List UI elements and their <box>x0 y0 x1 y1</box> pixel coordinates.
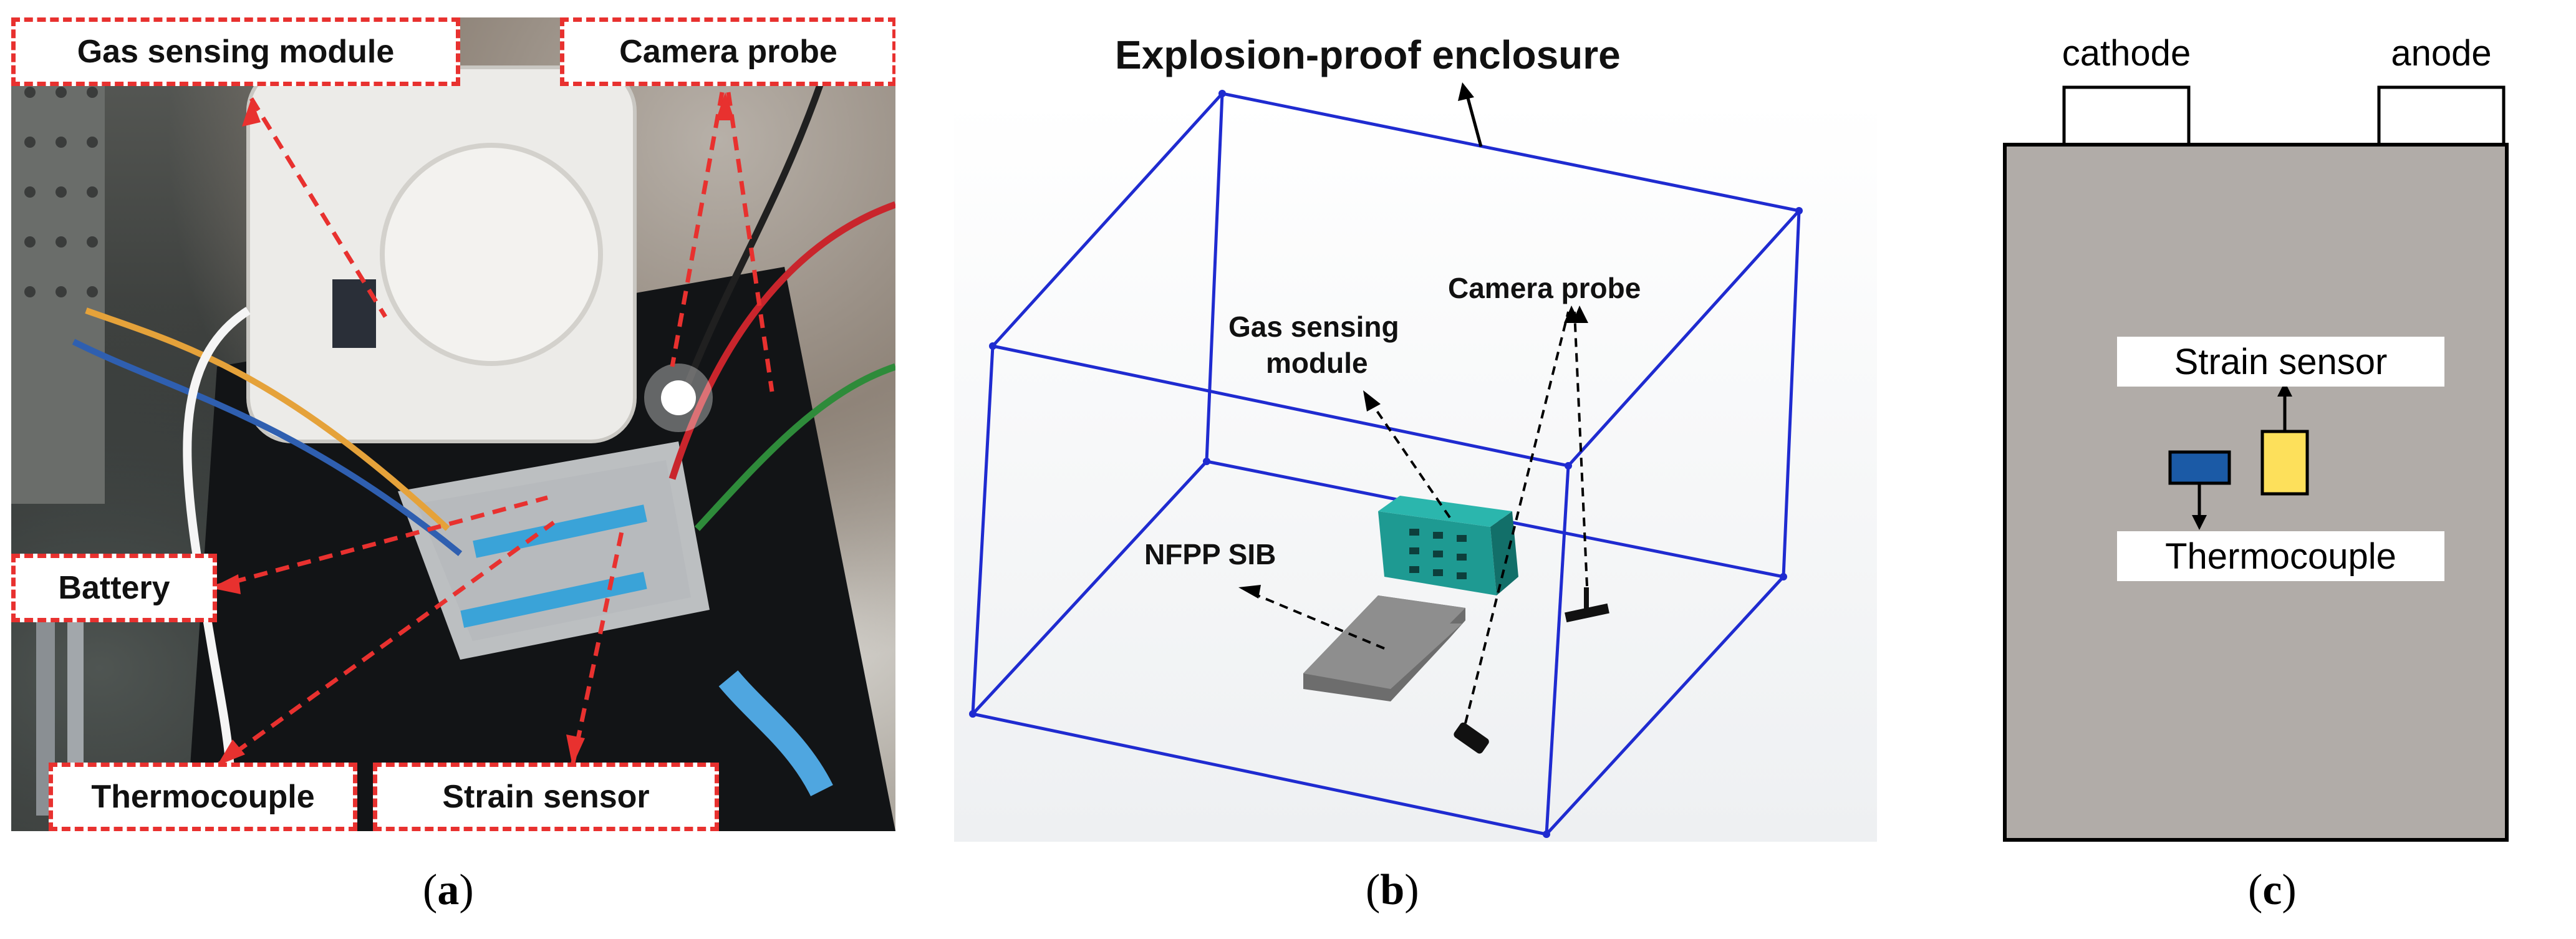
photo-panel-a: Gas sensing module Camera probe Battery … <box>11 17 895 831</box>
label-gas-sensing-line1: Gas sensing <box>1228 311 1399 343</box>
callout-camera-probe: Camera probe <box>560 17 895 86</box>
cell-panel-c: cathode anode Strain sensor Thermocouple <box>1983 25 2532 848</box>
caption-c: (c) <box>2248 866 2297 914</box>
cathode-terminal <box>2062 85 2191 148</box>
callout-strain-sensor: Strain sensor <box>373 763 719 831</box>
label-cathode: cathode <box>2062 32 2191 74</box>
camera-probe-right <box>1565 587 1609 623</box>
cell-body <box>2003 143 2509 842</box>
anode-terminal <box>2377 85 2506 148</box>
thermocouple-block <box>2168 450 2231 485</box>
callout-gas-sensing-module: Gas sensing module <box>11 17 460 86</box>
callout-thermocouple: Thermocouple <box>49 763 357 831</box>
cell-diagram <box>2003 85 2509 842</box>
label-gas-sensing-line2: module <box>1266 347 1368 379</box>
label-camera-probe-b: Camera probe <box>1448 272 1641 304</box>
enclosure-box <box>971 92 1801 836</box>
strain-sensor-block <box>2260 430 2309 496</box>
enclosure-diagram: Explosion-proof enclosure Camera probe G… <box>954 32 1877 842</box>
gas-module-photo <box>246 65 637 443</box>
label-nfpp-sib: NFPP SIB <box>1144 538 1276 571</box>
caption-a: (a) <box>423 866 474 914</box>
label-thermocouple-c: Thermocouple <box>2117 531 2444 581</box>
enclosure-panel-b: Explosion-proof enclosure Camera probe G… <box>954 12 1877 842</box>
photo-illustration <box>11 55 895 831</box>
label-enclosure: Explosion-proof enclosure <box>1115 32 1621 77</box>
label-anode: anode <box>2391 32 2492 74</box>
callout-battery: Battery <box>11 554 217 622</box>
caption-b: (b) <box>1366 866 1419 914</box>
label-strain-sensor-c: Strain sensor <box>2117 337 2444 387</box>
camera-probe-bottom <box>1454 722 1489 754</box>
